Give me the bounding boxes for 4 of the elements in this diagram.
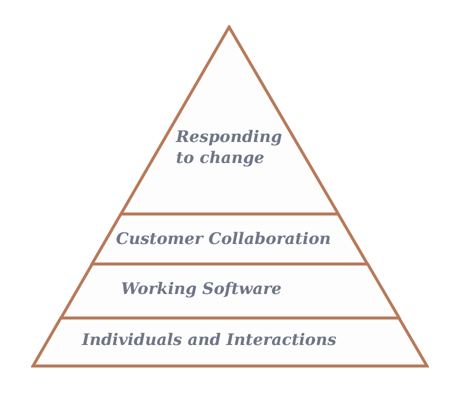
tier-label: Responding to change [176,126,284,168]
tier-label: Individuals and Interactions [82,329,336,350]
tier-label: Working Software [120,278,282,299]
tier-label: Customer Collaboration [116,228,331,249]
